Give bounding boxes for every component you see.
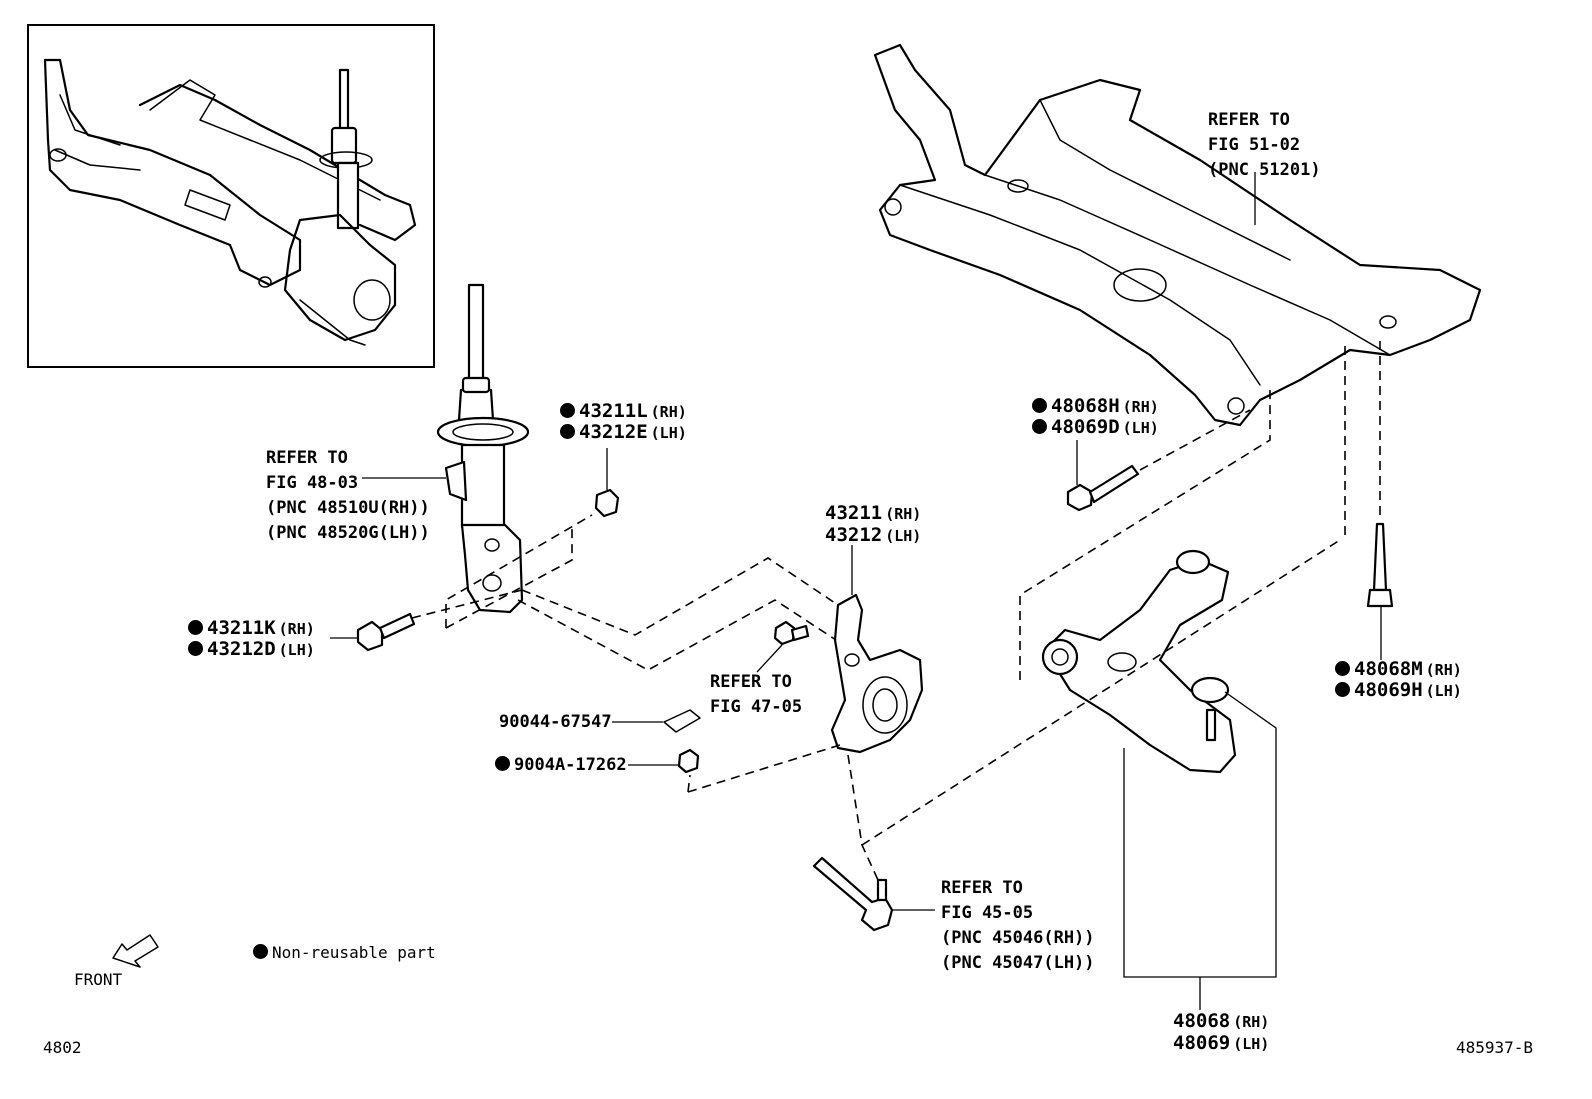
- part-9004A-label: 9004A-17262: [495, 755, 627, 776]
- non-reusable-dot-icon: [560, 424, 575, 439]
- strut-ref-line-4: (PNC 48520G(LH)): [266, 523, 430, 543]
- front-arrow-icon: [112, 934, 159, 968]
- side-indicator: (LH): [1122, 419, 1159, 437]
- side-indicator: (RH): [1122, 398, 1159, 416]
- part-48068-label: 48068(RH): [1173, 1012, 1269, 1031]
- part-number: 43212: [825, 524, 883, 546]
- part-number: 43211K: [207, 617, 276, 639]
- part-number: 48068M: [1354, 658, 1423, 680]
- brake-ref-line-1: REFER TO: [710, 672, 792, 692]
- crossmember-illustration: [873, 43, 1482, 427]
- drawing-number-text: 485937-B: [1456, 1038, 1534, 1057]
- part-number: 43212D: [207, 638, 276, 660]
- part-number: 43211L: [579, 400, 648, 422]
- inset-assembly-illustration: [43, 58, 417, 346]
- side-indicator: (RH): [278, 620, 315, 638]
- figure-number-text: 4802: [43, 1038, 82, 1057]
- lower-arm-bracket: [1123, 691, 1277, 978]
- part-43212-label: 43212(LH): [825, 526, 921, 545]
- part-43211L-label: 43211L(RH): [560, 402, 687, 421]
- brake-ref-line-2: FIG 47-05: [710, 697, 803, 717]
- drawing-number: 485937-B: [1456, 1040, 1533, 1056]
- side-indicator: (RH): [1425, 661, 1462, 679]
- strut-ref-line-3: (PNC 48510U(RH)): [266, 498, 430, 518]
- strut-ref-line-2: FIG 48-03: [266, 473, 359, 493]
- dashed-strut-knuckle: [445, 514, 593, 628]
- side-indicator: (RH): [885, 505, 922, 523]
- side-indicator: (RH): [650, 403, 687, 421]
- non-reusable-dot-icon: [560, 403, 575, 418]
- side-indicator: (LH): [1425, 682, 1462, 700]
- side-indicator: (LH): [650, 424, 687, 442]
- part-48069-label: 48069(LH): [1173, 1034, 1269, 1053]
- part-43211K-label: 43211K(RH): [188, 619, 315, 638]
- nut-43211L-illustration: [594, 448, 620, 518]
- non-reusable-dot-icon: [188, 620, 203, 635]
- part-43212E-label: 43212E(LH): [560, 423, 687, 442]
- crossmember-ref-line-3: (PNC 51201): [1208, 160, 1321, 180]
- bolt-48068M-illustration: [1366, 522, 1394, 660]
- strut-reference-label: REFER TO FIG 48-03 (PNC 48510U(RH)) (PNC…: [266, 448, 430, 548]
- part-48069D-label: 48069D(LH): [1032, 418, 1159, 437]
- non-reusable-dot-icon: [253, 944, 268, 959]
- strut-assembly-illustration: [436, 283, 530, 614]
- legend-text: Non-reusable part: [272, 943, 436, 962]
- tie-rod-end-illustration: [812, 856, 935, 932]
- side-indicator: (LH): [278, 641, 315, 659]
- non-reusable-dot-icon: [1032, 398, 1047, 413]
- part-number: 43212E: [579, 421, 648, 443]
- front-text: FRONT: [74, 970, 123, 989]
- part-number: 43211: [825, 502, 883, 524]
- part-number: 90044-67547: [499, 712, 612, 732]
- side-indicator: (LH): [1233, 1035, 1270, 1053]
- figure-number: 4802: [43, 1040, 82, 1056]
- part-number: 48069H: [1354, 679, 1423, 701]
- side-indicator: (LH): [885, 527, 922, 545]
- tie-rod-reference-label: REFER TO FIG 45-05 (PNC 45046(RH)) (PNC …: [941, 878, 1095, 978]
- non-reusable-dot-icon: [1335, 682, 1350, 697]
- brake-reference-label: REFER TO FIG 47-05: [710, 672, 802, 722]
- part-number: 48068H: [1051, 395, 1120, 417]
- part-90044-label: 90044-67547: [499, 712, 612, 733]
- tierod-ref-line-4: (PNC 45047(LH)): [941, 953, 1095, 973]
- part-number: 48069: [1173, 1032, 1231, 1054]
- part-48069H-label: 48069H(LH): [1335, 681, 1462, 700]
- nut-9004A-illustration: [628, 748, 700, 774]
- crossmember-reference-label: REFER TO FIG 51-02 (PNC 51201): [1208, 110, 1321, 185]
- legend: Non-reusable part: [253, 944, 436, 961]
- part-number: 48069D: [1051, 416, 1120, 438]
- crossmember-ref-line-1: REFER TO: [1208, 110, 1290, 130]
- bolt-48068H-illustration: [1066, 440, 1140, 512]
- crossmember-ref-line-2: FIG 51-02: [1208, 135, 1301, 155]
- inset-frame: [27, 24, 435, 368]
- strut-ref-line-1: REFER TO: [266, 448, 348, 468]
- tierod-ref-line-2: FIG 45-05: [941, 903, 1034, 923]
- cotter-pin-illustration: [612, 709, 701, 733]
- part-48068H-label: 48068H(RH): [1032, 397, 1159, 416]
- part-43211-label: 43211(RH): [825, 504, 921, 523]
- bolt-43211K-illustration: [330, 612, 416, 652]
- tierod-ref-line-1: REFER TO: [941, 878, 1023, 898]
- tierod-ref-line-3: (PNC 45046(RH)): [941, 928, 1095, 948]
- lower-arm-illustration: [1041, 549, 1237, 774]
- side-indicator: (RH): [1233, 1013, 1270, 1031]
- non-reusable-dot-icon: [495, 756, 510, 771]
- non-reusable-dot-icon: [1032, 419, 1047, 434]
- part-43212D-label: 43212D(LH): [188, 640, 315, 659]
- part-48068M-label: 48068M(RH): [1335, 660, 1462, 679]
- knuckle-bolt-illustration: [756, 620, 810, 673]
- knuckle-illustration: [830, 545, 924, 754]
- non-reusable-dot-icon: [1335, 661, 1350, 676]
- non-reusable-dot-icon: [188, 641, 203, 656]
- front-label: FRONT: [74, 972, 122, 988]
- part-number: 9004A-17262: [514, 755, 627, 775]
- part-number: 48068: [1173, 1010, 1231, 1032]
